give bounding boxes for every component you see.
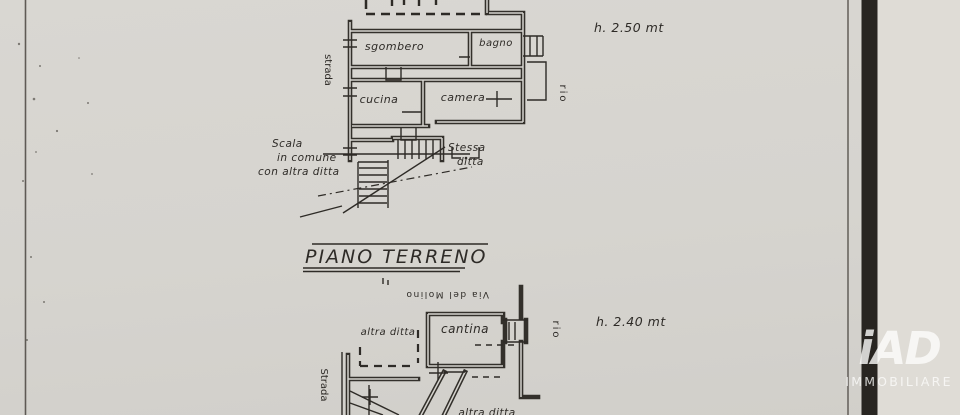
stair-note-line1: Scala bbox=[272, 138, 303, 150]
staircase bbox=[299, 140, 470, 218]
room-label-altra-ditta: altra ditta bbox=[360, 327, 416, 338]
plan-title: PIANO TERRENO bbox=[305, 246, 488, 268]
same-firm-note-line1: Stessa bbox=[448, 142, 486, 154]
title-underline bbox=[303, 243, 488, 273]
height-note-lower: h. 2.40 mt bbox=[596, 314, 666, 329]
room-label-sgombero: sgombero bbox=[364, 40, 425, 53]
room-label-camera: camera bbox=[440, 91, 486, 104]
street-label-upper: strada bbox=[322, 54, 334, 86]
canal-label-upper: rio bbox=[557, 84, 569, 104]
stair-note-line2: in comune bbox=[277, 152, 337, 164]
lower-floor-plan-walls bbox=[341, 278, 541, 415]
page-fold-lines bbox=[24, 0, 849, 415]
height-note-upper: h. 2.50 mt bbox=[594, 20, 664, 35]
watermark-logo: iAD IMMOBILIARE bbox=[838, 326, 960, 389]
scan-specks bbox=[17, 42, 93, 341]
stair-note-line3: con altra ditta bbox=[258, 166, 340, 178]
bottom-cut-label: altra ditta bbox=[458, 407, 516, 415]
street-label-lower: Strada bbox=[318, 368, 330, 402]
rotated-street-label: Via del Molino bbox=[405, 288, 489, 299]
dark-binding-bar bbox=[861, 0, 878, 415]
room-label-bagno: bagno bbox=[479, 38, 513, 49]
watermark-subtitle-text: IMMOBILIARE bbox=[845, 374, 953, 389]
upper-plan-details bbox=[343, 35, 547, 159]
watermark-brand-text: iAD bbox=[858, 322, 942, 375]
right-paper-strip bbox=[877, 0, 960, 415]
room-label-cantina: cantina bbox=[440, 322, 490, 336]
upper-floor-plan-walls bbox=[299, 0, 547, 218]
same-firm-note-line2: ditta bbox=[457, 156, 484, 168]
lower-plan-details bbox=[341, 278, 528, 415]
room-label-cucina: cucina bbox=[359, 93, 399, 106]
canal-label-lower: rio bbox=[550, 320, 562, 340]
